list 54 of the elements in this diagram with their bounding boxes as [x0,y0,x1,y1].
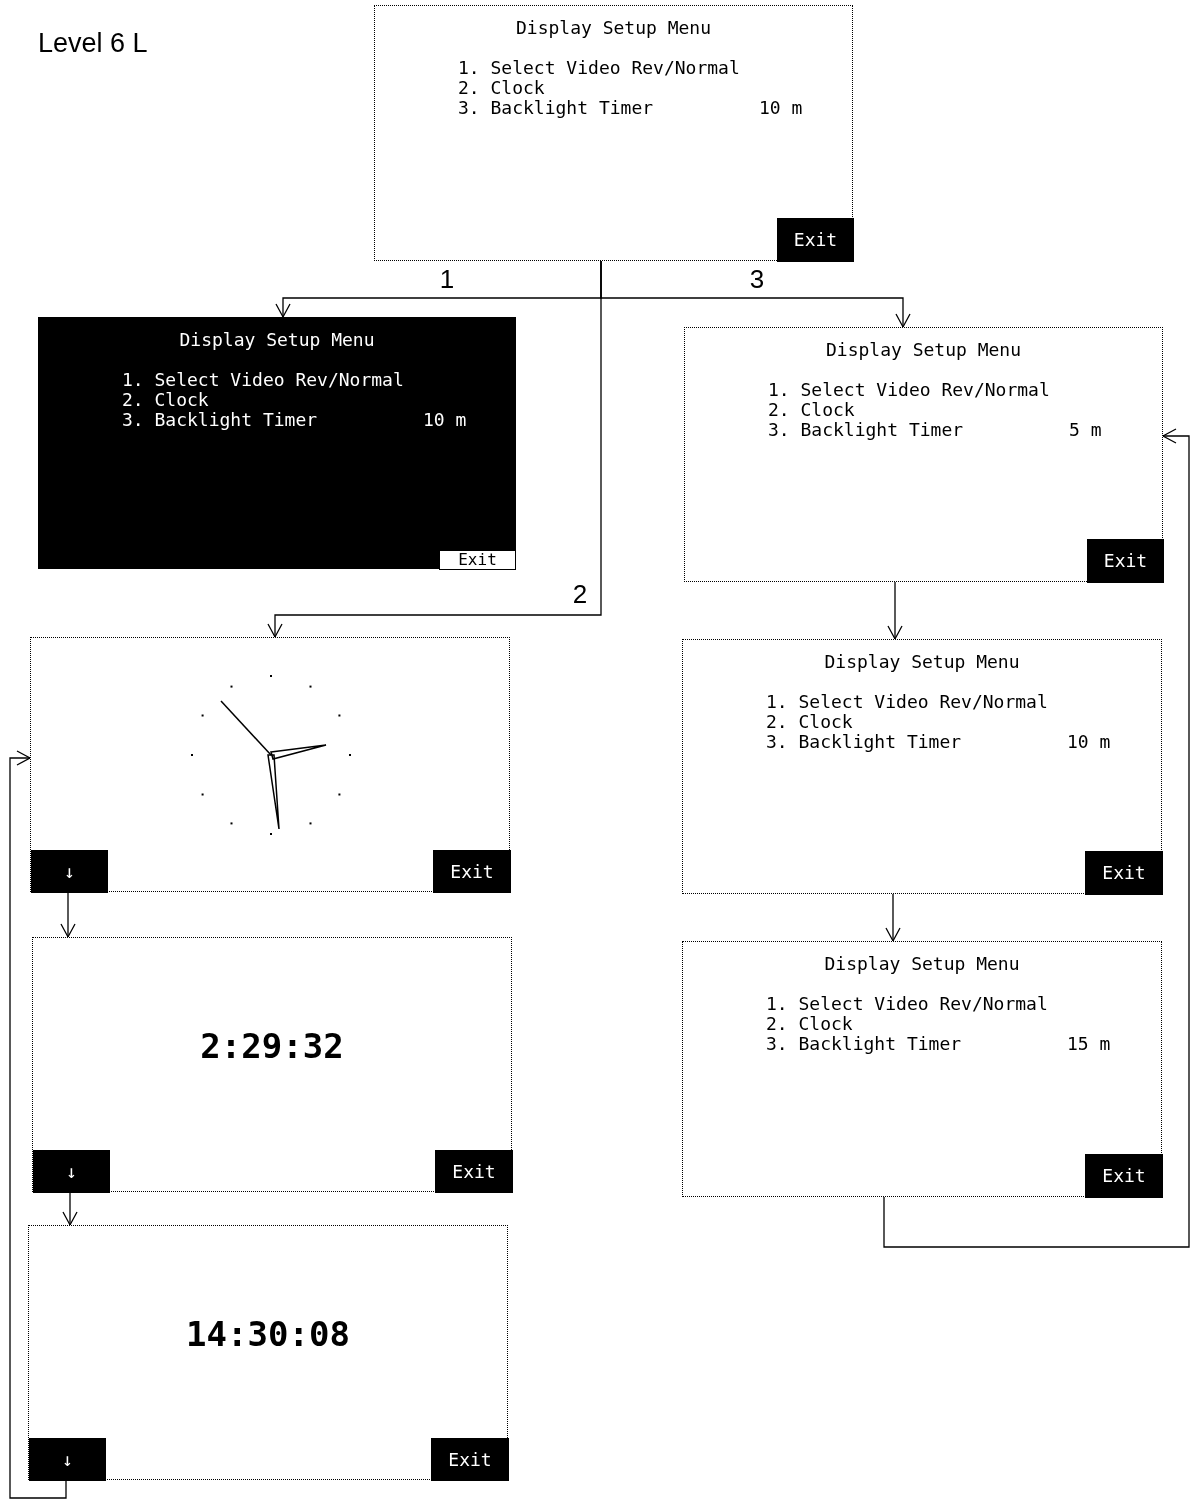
timer-value: 10 m [759,98,803,118]
down-arrow-button: ↓ [31,850,108,893]
menu-item: 3. Backlight Timer [122,410,318,430]
menu-title: Display Setup Menu [823,954,1021,974]
menu-item: 2. Clock [458,78,545,98]
connector-arrow [9,750,67,1499]
menu-item: 1. Select Video Rev/Normal [766,692,1048,712]
down-arrow-button: ↓ [33,1150,110,1193]
screen-panel [682,941,1162,1197]
screen-panel [32,937,512,1192]
exit-button: Exit [435,1150,513,1193]
menu-title: Display Setup Menu [824,340,1023,360]
timer-value: 5 m [1069,420,1102,440]
timer-value: 10 m [423,410,467,430]
menu-item: 1. Select Video Rev/Normal [766,994,1048,1014]
connector-arrow [62,1191,78,1226]
menu-item: 1. Select Video Rev/Normal [458,58,740,78]
digital-time: 2:29:32 [199,1026,345,1066]
menu-item: 2. Clock [768,400,855,420]
exit-button: Exit [777,218,854,262]
timer-value: 15 m [1067,1034,1111,1054]
connector-arrow [887,581,903,640]
timer-value: 10 m [1067,732,1111,752]
page-label: Level 6 L [38,27,148,60]
digital-time: 14:30:08 [185,1314,351,1354]
exit-button: Exit [1085,851,1163,895]
exit-button: Exit [1085,1154,1163,1198]
connector-arrow [267,260,602,638]
exit-button: Exit [431,1438,509,1481]
screen-panel [30,637,510,892]
screen-panel [38,317,516,569]
menu-item: 3. Backlight Timer [766,732,962,752]
down-arrow-button: ↓ [29,1438,106,1481]
menu-item: 3. Backlight Timer [768,420,964,440]
screen-panel [682,639,1162,894]
menu-title: Display Setup Menu [514,18,713,38]
menu-item: 2. Clock [122,390,209,410]
screen-panel [28,1225,508,1480]
menu-item: 2. Clock [766,1014,853,1034]
menu-item: 3. Backlight Timer [458,98,654,118]
connector-arrow [60,891,76,938]
menu-item: 2. Clock [766,712,853,732]
exit-button: Exit [433,850,511,893]
connector-arrow [885,893,901,942]
menu-item: 3. Backlight Timer [766,1034,962,1054]
exit-button: Exit [1087,539,1164,583]
menu-title: Display Setup Menu [823,652,1021,672]
menu-title: Display Setup Menu [178,330,376,350]
menu-item: 1. Select Video Rev/Normal [122,370,404,390]
menu-item: 1. Select Video Rev/Normal [768,380,1050,400]
screen-panel [684,327,1163,582]
screen-panel [374,5,853,261]
exit-button: Exit [439,550,516,570]
connector-arrow [883,428,1190,1248]
